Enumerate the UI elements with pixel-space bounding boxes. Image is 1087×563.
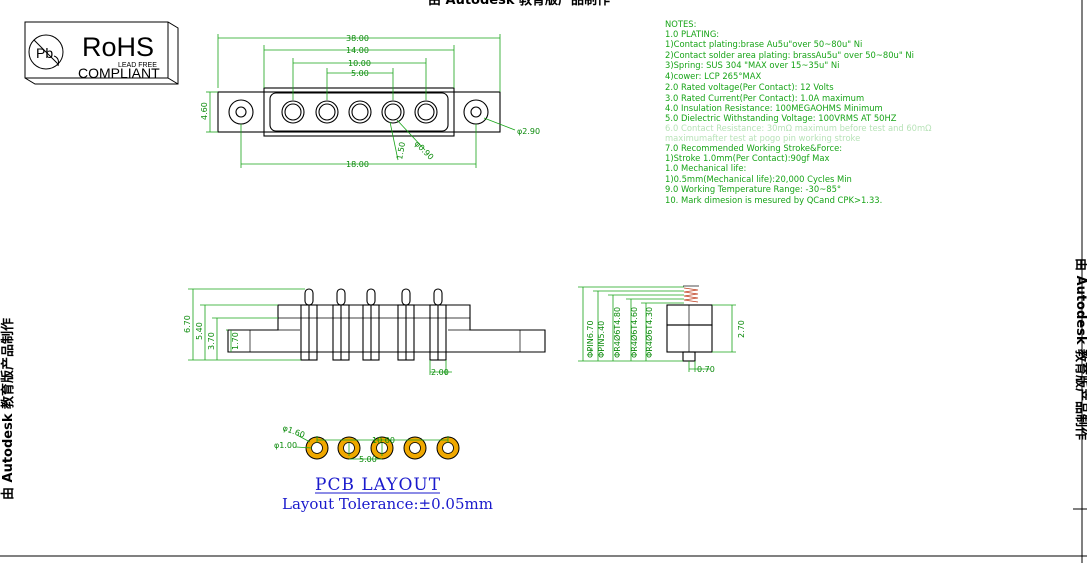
pcb-pad-4: [403, 436, 427, 460]
dim-hole-dia: φ2.90: [517, 127, 540, 136]
dim-pitch: 5.00: [351, 69, 369, 78]
note-line-6: 2.0 Rated voltage(Per Contact): 12 Volts: [665, 82, 834, 92]
note-line-13: 1)Stroke 1.0mm(Per Contact):90gf Max: [665, 153, 829, 163]
dim-end-height: 2.70: [737, 320, 746, 338]
rohs-compliant: COMPLIANT: [78, 65, 160, 81]
end-view: Φ₽IN6.70 ΦPIN5.40 ΦR4Ø6T4.80 ΦR4Ø6T4.60 …: [578, 285, 746, 374]
dim-end-c: ΦR4Ø6T4.80: [612, 307, 622, 358]
dim-span-mid: 10.00: [348, 59, 371, 68]
dim-end-bottom: 0.70: [697, 365, 715, 374]
dim-pcb-pitch: 5.00: [359, 455, 377, 464]
dim-side-tail: 2.00: [431, 368, 449, 377]
dim-pin-b: φ0.90: [413, 139, 436, 162]
dim-side-total: 6.70: [183, 315, 192, 333]
rohs-title: RoHS: [82, 32, 154, 62]
dim-mount-spacing: 18.00: [346, 160, 369, 169]
front-pin-3: [348, 100, 372, 124]
front-pin-1: [281, 100, 305, 124]
note-line-12: 7.0 Recommended Working Stroke&Force:: [665, 143, 842, 153]
dim-pcb-span: 10.00: [372, 436, 395, 445]
rohs-logo: Pb RoHS LEAD FREE COMPLIANT: [24, 21, 179, 85]
pb-free-icon: Pb: [28, 34, 64, 70]
pcb-layout-title: PCB LAYOUT: [315, 475, 441, 495]
dim-side-mid: 5.40: [195, 322, 204, 340]
dim-end-a: Φ₽IN6.70: [586, 320, 595, 358]
dim-overall: 38.00: [346, 34, 369, 43]
dim-span-outer: 14.00: [346, 46, 369, 55]
pcb-layout: 10.00 5.00 φ1.60 φ1.00 PCB LAYOUT Layout…: [274, 423, 493, 513]
note-line-1: 1.0 PLATING:: [665, 29, 719, 39]
note-line-5: 4)cower: LCP 265°MAX: [665, 71, 761, 81]
svg-text:Pb: Pb: [36, 45, 53, 61]
note-line-3: 2)Contact solder area plating: brassAu5u…: [665, 50, 914, 60]
note-line-17: 10. Mark dimesion is mesured by QCand CP…: [665, 195, 882, 205]
front-view: 38.00 14.00 10.00 5.00 4.60 φ2.90 18.00 …: [200, 34, 540, 169]
dim-end-d: ΦR4Ø6T4.60: [629, 307, 639, 358]
dim-pcb-inner: φ1.00: [274, 441, 297, 450]
pcb-layout-tolerance: Layout Tolerance:±0.05mm: [282, 495, 493, 513]
dim-height: 4.60: [200, 102, 209, 120]
note-line-9: 5.0 Dielectric Withstanding Voltage: 100…: [665, 113, 897, 123]
rohs-lead-free: LEAD FREE: [118, 62, 157, 69]
front-pin-5: [414, 100, 438, 124]
notes-block: NOTES: 1.0 PLATING: 1)Contact plating:br…: [665, 19, 932, 205]
front-pin-4: [381, 100, 405, 124]
side-view: 6.70 5.40 3.70 1.70 2.00: [183, 288, 546, 377]
note-line-8: 4.0 Insulation Resistance: 100MEGAOHMS M…: [665, 103, 883, 113]
watermark-left: 由 Autodesk 教育版产品制作: [0, 318, 16, 500]
note-line-4: 3)Spring: SUS 304 "MAX over 15~35u" Ni: [665, 60, 839, 70]
note-line-15: 1)0.5mm(Mechanical life):20,000 Cycles M…: [665, 174, 852, 184]
dim-side-upper: 3.70: [207, 332, 216, 350]
dim-pin-a: 1.50: [395, 141, 407, 160]
note-line-14: 1.0 Mechanical life:: [665, 163, 746, 173]
dim-end-b: ΦPIN5.40: [597, 321, 606, 358]
dim-side-base: 1.70: [231, 332, 240, 350]
note-line-11: maximumafter test at pogo pin working st…: [665, 133, 860, 143]
note-line-7: 3.0 Rated Current(Per Contact): 1.0A max…: [665, 93, 864, 103]
front-pin-2: [315, 100, 339, 124]
note-line-2: 1)Contact plating:brase Au5u"over 50~80u…: [665, 39, 862, 49]
pcb-pad-5: [436, 436, 460, 460]
watermark-top: 由 Autodesk 教育版产品制作: [428, 0, 610, 8]
dim-pcb-outer: φ1.60: [281, 423, 306, 439]
note-line-10: 6.0 Contact Resistance: 30mΩ maximum bef…: [665, 123, 932, 133]
watermark-right: 由 Autodesk 教育版产品制作: [1073, 258, 1087, 440]
note-line-16: 9.0 Working Temperature Range: -30~85°: [665, 184, 841, 194]
dim-end-e: ΦR4Ø6T4.30: [644, 307, 654, 358]
notes-header: NOTES:: [665, 19, 696, 29]
